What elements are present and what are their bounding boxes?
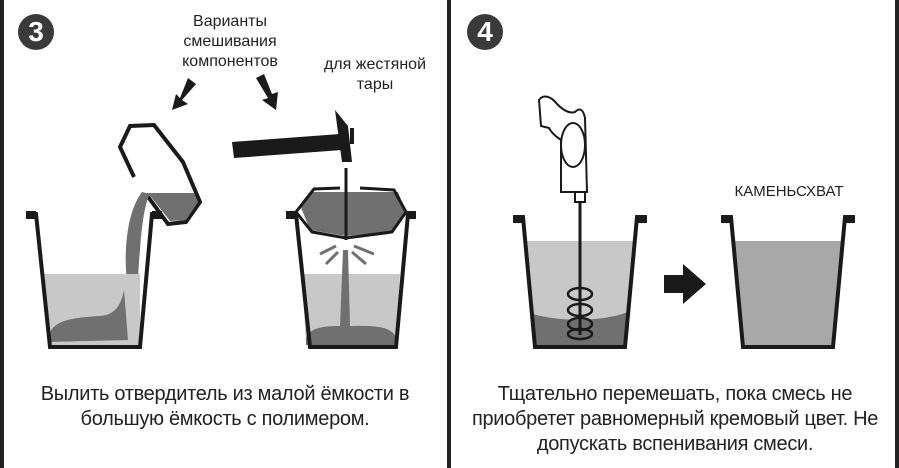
step-4-caption: Тщательно перемешать, пока смесь не прио…	[471, 383, 879, 455]
arrow-down-right-icon	[256, 74, 278, 110]
arrow-down-left-icon	[172, 78, 196, 110]
product-name-label: КАМЕНЬСХВАТ	[734, 183, 844, 200]
bucket-mixed-icon	[721, 215, 855, 349]
step-3-panel: 3 Варианты смешивания компонентов для же…	[0, 0, 448, 468]
step-number-badge: 4	[467, 14, 503, 50]
step-4-illustration	[513, 95, 855, 349]
step-3-illustration	[26, 74, 416, 349]
step-4-panel: 4 КАМЕНЬСХВАТ	[451, 0, 899, 468]
step-3-caption: Вылить отвердитель из малой ёмкости в бо…	[40, 383, 410, 430]
step-number-badge: 3	[18, 14, 54, 50]
tin-container-label: для жестяной тары	[323, 56, 427, 93]
arrow-right-icon	[664, 264, 706, 304]
bucket-icon	[26, 211, 162, 349]
mixing-variants-label: Варианты смешивания компонентов	[182, 13, 278, 70]
tin-can-icon	[286, 168, 416, 349]
hammer-icon	[232, 110, 354, 162]
frame-border-left	[0, 0, 4, 468]
frame-border-right	[895, 0, 899, 468]
bottle-pour-icon	[117, 122, 203, 227]
panel-divider	[447, 0, 451, 468]
drill-mixer-icon	[537, 95, 594, 341]
